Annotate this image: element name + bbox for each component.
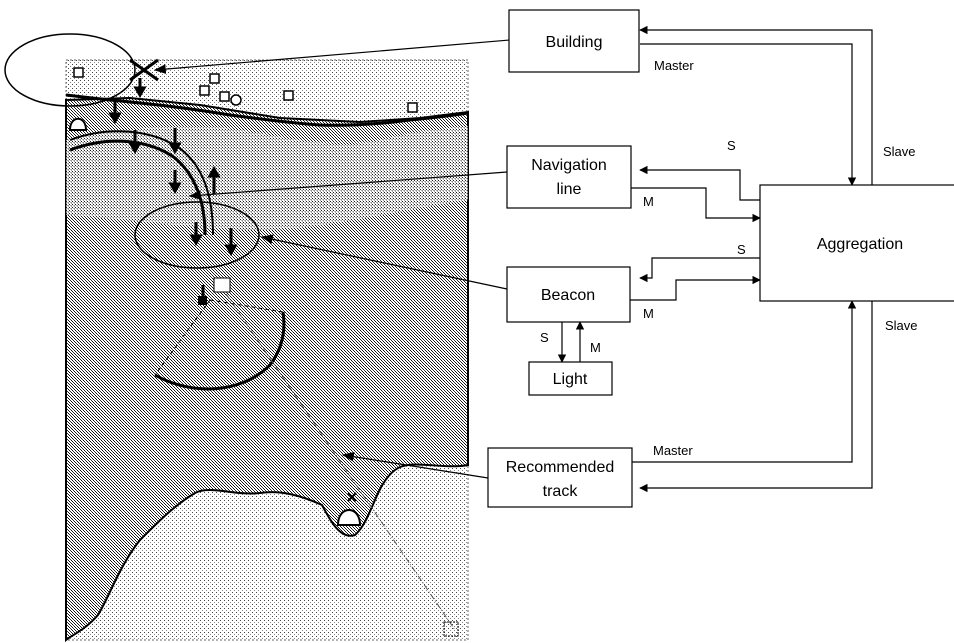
dome-icon (68, 117, 88, 131)
box-recommended-track-label-1: Recommended (506, 459, 615, 476)
connectors (557, 25, 873, 493)
recommended-track-line (219, 284, 456, 631)
building-icon (73, 67, 84, 78)
light-sector-line-2 (209, 299, 284, 313)
wire-aggregation-to-beacon (639, 257, 760, 283)
building-highlight-ellipse (4, 33, 136, 107)
label-beacon-m: M (643, 306, 654, 321)
label-navline-m: M (643, 194, 654, 209)
wire-aggregation-to-navline (639, 165, 760, 201)
building-icon (283, 90, 294, 101)
building-icon (219, 91, 230, 102)
edge-labels: Master Slave S M S M S M Slave Master (540, 58, 918, 458)
label-building-master: Master (654, 58, 694, 73)
label-track-master: Master (653, 443, 693, 458)
label-navline-s: S (727, 138, 736, 153)
label-aggregation-slave-top: Slave (883, 144, 916, 159)
light-sector-arc (154, 311, 286, 391)
box-building: Building (508, 9, 640, 73)
beacon-icon (168, 170, 182, 195)
beacon-icon (133, 78, 147, 99)
nautical-chart-map (4, 33, 469, 643)
light-icon (198, 296, 207, 305)
beacon-icon (224, 228, 238, 257)
wire-building-to-aggregation (640, 43, 857, 186)
box-navigation-line-label-1: Navigation (531, 157, 607, 174)
track-end-marker (443, 621, 459, 637)
wire-track-to-aggregation (632, 300, 857, 463)
label-light-m: M (590, 340, 601, 355)
beacon-icon (128, 130, 142, 155)
beacon-highlight-ellipse (134, 201, 260, 269)
wire-aggregation-to-building (639, 25, 873, 185)
pointer-navigation-line (188, 171, 508, 200)
box-beacon-label: Beacon (541, 287, 595, 304)
box-light-label: Light (553, 371, 588, 388)
building-icon (199, 85, 210, 96)
box-building-label: Building (546, 34, 603, 51)
beacon-icon (168, 128, 182, 155)
light-icon (213, 277, 231, 293)
label-light-s: S (540, 330, 549, 345)
wire-navline-to-aggregation (630, 187, 761, 223)
beacon-icon (189, 222, 203, 247)
box-navigation-line-label-2: line (557, 181, 582, 198)
box-navigation-line: Navigation line (506, 145, 632, 209)
beacon-icon (207, 165, 221, 194)
box-beacon: Beacon (506, 266, 631, 323)
building-icon (209, 73, 220, 84)
navigation-curve-outer (69, 139, 207, 236)
box-recommended-track-label-2: track (543, 483, 579, 500)
building-icon (407, 102, 418, 113)
light-sector-line-1 (154, 299, 211, 376)
box-recommended-track: Recommended track (487, 447, 633, 508)
wire-beacon-to-aggregation (630, 275, 761, 301)
pointer-recommended-track (341, 451, 489, 479)
box-aggregation-label: Aggregation (817, 236, 903, 253)
shoreline (65, 93, 469, 127)
wreck-icon (347, 492, 357, 502)
dome-icon (336, 509, 362, 526)
navigation-curve-inner (69, 130, 214, 236)
tank-icon (230, 94, 242, 106)
beacon-icon (108, 100, 122, 125)
box-aggregation: Aggregation (759, 184, 954, 302)
label-beacon-s: S (737, 242, 746, 257)
pointer-lines (153, 39, 511, 479)
pointer-beacon (260, 234, 508, 290)
wire-aggregation-to-track (639, 301, 873, 493)
box-light: Light (528, 361, 613, 396)
label-aggregation-slave-bottom: Slave (885, 318, 918, 333)
pointer-building (153, 39, 511, 74)
